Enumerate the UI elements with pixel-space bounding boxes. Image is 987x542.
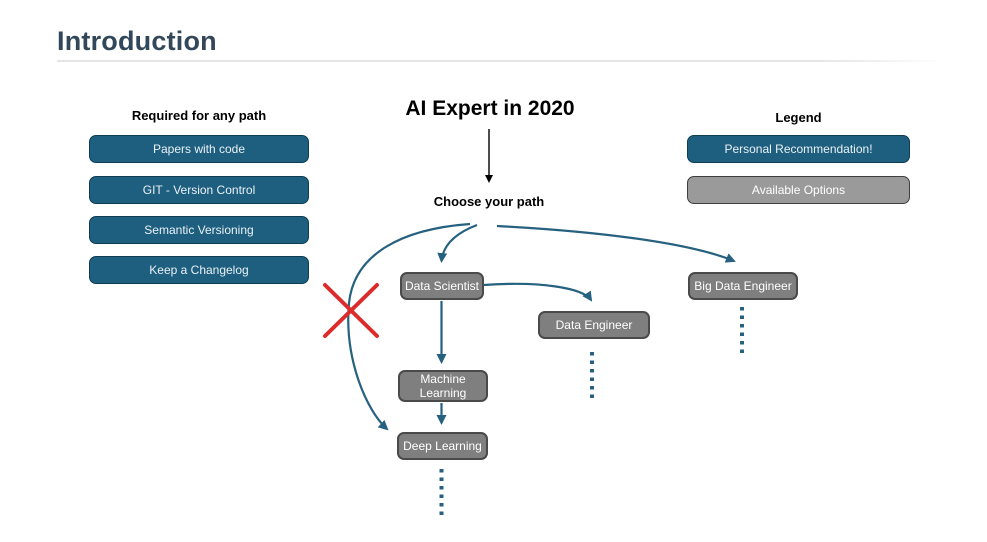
required-item-papers-with-code[interactable]: Papers with code xyxy=(89,135,309,163)
required-path-heading: Required for any path xyxy=(131,108,267,123)
node-machine-learning[interactable]: Machine Learning xyxy=(398,370,488,402)
node-data-engineer[interactable]: Data Engineer xyxy=(538,311,650,339)
arrow-data-scientist-to-data-engineer xyxy=(483,282,593,302)
required-item-keep-a-changelog[interactable]: Keep a Changelog xyxy=(89,256,309,284)
arrow-choose-path-to-data-scientist xyxy=(437,223,478,263)
red-cross-icon xyxy=(323,283,379,338)
node-deep-learning[interactable]: Deep Learning xyxy=(397,432,488,460)
legend-available-options: Available Options xyxy=(687,176,910,204)
diagram-subtitle: Choose your path xyxy=(433,194,545,209)
node-big-data-engineer[interactable]: Big Data Engineer xyxy=(688,272,798,300)
legend-heading: Legend xyxy=(775,110,822,125)
title-divider xyxy=(57,60,947,62)
required-item-semantic-versioning[interactable]: Semantic Versioning xyxy=(89,216,309,244)
required-item-git-version-control[interactable]: GIT - Version Control xyxy=(89,176,309,204)
diagram-title: AI Expert in 2020 xyxy=(405,97,575,120)
arrow-choose-path-to-big-data-engineer xyxy=(496,224,736,263)
legend-personal-recommendation: Personal Recommendation! xyxy=(687,135,910,163)
node-data-scientist[interactable]: Data Scientist xyxy=(400,272,484,300)
page-title: Introduction xyxy=(57,26,217,56)
